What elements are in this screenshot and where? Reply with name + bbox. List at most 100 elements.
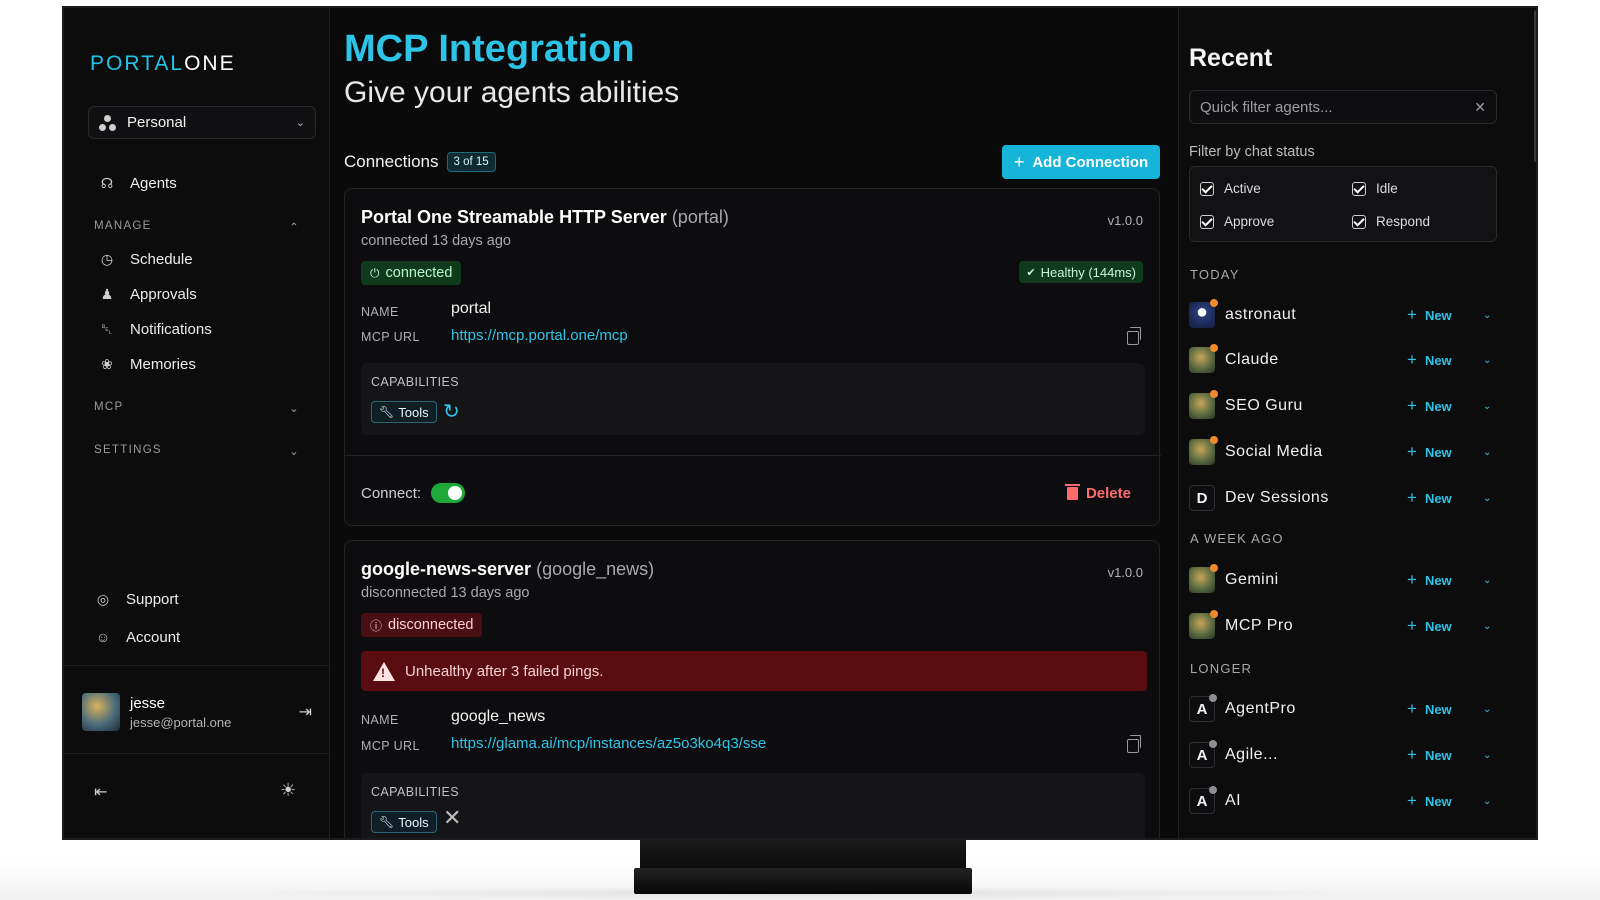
clear-icon[interactable]: ✕ — [1474, 98, 1486, 115]
list-item[interactable]: MCP Pro +New ⌄ — [1189, 610, 1493, 641]
new-chat-button[interactable]: +New — [1407, 305, 1452, 324]
connect-toggle[interactable] — [431, 483, 465, 503]
nav-schedule[interactable]: ◷ Schedule — [98, 250, 193, 268]
recent-title: Recent — [1189, 44, 1273, 72]
chevron-down-icon: ⌄ — [295, 117, 305, 129]
add-connection-button[interactable]: + Add Connection — [1002, 145, 1160, 179]
nav-account[interactable]: ☺ Account — [94, 628, 180, 646]
list-item[interactable]: Social Media +New ⌄ — [1189, 436, 1493, 467]
monitor-stand-neck — [640, 840, 966, 870]
list-item[interactable]: A AgentPro +New ⌄ — [1189, 694, 1493, 724]
server-name: google-news-server (google_news) — [361, 559, 654, 580]
sun-icon[interactable]: ☀ — [280, 780, 297, 800]
server-alias: (portal) — [671, 207, 729, 227]
chevron-down-icon[interactable]: ⌄ — [1483, 574, 1492, 586]
tools-tag-label: Tools — [398, 404, 429, 420]
divider — [64, 665, 330, 666]
new-chat-button[interactable]: +New — [1407, 488, 1452, 507]
tools-tag[interactable]: 🔧︎ Tools — [371, 811, 437, 833]
group-today-header: TODAY — [1190, 267, 1240, 282]
list-item[interactable]: A Agile... +New ⌄ — [1189, 740, 1493, 770]
divider — [345, 455, 1161, 456]
nav-memories[interactable]: ❀ Memories — [98, 355, 196, 373]
recent-panel: Recent Quick filter agents... ✕ Filter b… — [1178, 8, 1536, 838]
chevron-down-icon[interactable]: ⌄ — [1483, 446, 1492, 458]
nav-agents-label: Agents — [130, 174, 177, 192]
scrollbar[interactable] — [1534, 10, 1536, 162]
section-mcp[interactable]: MCP ⌄ — [94, 401, 300, 415]
filter-label-text: Active — [1224, 181, 1261, 196]
new-chat-button[interactable]: +New — [1407, 570, 1452, 589]
chevron-down-icon[interactable]: ⌄ — [1483, 400, 1492, 412]
chevron-down-icon: ⌄ — [289, 446, 300, 458]
connection-card: Portal One Streamable HTTP Server (porta… — [344, 188, 1161, 526]
new-chat-button[interactable]: +New — [1407, 699, 1452, 718]
new-chat-button[interactable]: +New — [1407, 442, 1452, 461]
new-chat-button[interactable]: +New — [1407, 791, 1452, 810]
section-settings-label: SETTINGS — [94, 444, 162, 456]
list-item[interactable]: SEO Guru +New ⌄ — [1189, 390, 1493, 421]
section-manage-label: MANAGE — [94, 220, 152, 232]
section-settings[interactable]: SETTINGS ⌄ — [94, 444, 300, 458]
group-longer-header: LONGER — [1190, 661, 1253, 676]
name-value: portal — [451, 300, 492, 317]
nav-support[interactable]: ◎ Support — [94, 590, 179, 608]
chevron-down-icon[interactable]: ⌄ — [1483, 795, 1492, 807]
list-item[interactable]: Claude +New ⌄ — [1189, 344, 1493, 375]
nav-agents[interactable]: ☊ Agents — [98, 174, 177, 192]
filter-approve-checkbox[interactable]: Approve — [1200, 214, 1274, 229]
new-chat-button[interactable]: +New — [1407, 350, 1452, 369]
connections-header: Connections 3 of 15 — [344, 152, 496, 172]
new-chat-button[interactable]: +New — [1407, 745, 1452, 764]
chevron-down-icon[interactable]: ⌄ — [1483, 309, 1492, 321]
user-profile[interactable]: jesse jesse@portal.one ⇥ — [82, 691, 312, 733]
agent-avatar — [1189, 344, 1218, 373]
logout-icon[interactable]: ⇥ — [298, 704, 312, 721]
chevron-down-icon[interactable]: ⌄ — [1483, 749, 1492, 761]
collapse-sidebar-icon[interactable]: ⇤ — [94, 784, 108, 801]
list-item[interactable]: A AI +New ⌄ — [1189, 786, 1493, 816]
new-chat-button[interactable]: +New — [1407, 616, 1452, 635]
workspace-icon — [99, 114, 117, 132]
chevron-down-icon[interactable]: ⌄ — [1483, 492, 1492, 504]
agent-filter-input[interactable]: Quick filter agents... ✕ — [1189, 90, 1497, 124]
filter-idle-checkbox[interactable]: Idle — [1352, 181, 1398, 196]
agent-avatar — [1189, 299, 1218, 328]
list-item[interactable]: Gemini +New ⌄ — [1189, 564, 1493, 595]
chevron-down-icon[interactable]: ⌄ — [1483, 703, 1492, 715]
delete-button[interactable]: Delete — [1064, 484, 1131, 502]
nav-approvals[interactable]: ♟ Approvals — [98, 285, 197, 303]
chevron-down-icon[interactable]: ⌄ — [1483, 620, 1492, 632]
agent-avatar: D — [1189, 485, 1215, 511]
agent-name: Claude — [1225, 351, 1279, 368]
sidebar: PORTALONE Personal ⌄ ☊ Agents MANAGE ⌃ ◷… — [64, 8, 330, 838]
nav-notifications[interactable]: ␇ Notifications — [98, 320, 212, 338]
workspace-select[interactable]: Personal ⌄ — [88, 106, 316, 139]
nav-notifications-label: Notifications — [130, 320, 212, 338]
copy-icon[interactable] — [1127, 327, 1141, 345]
warning-icon — [373, 661, 395, 681]
tools-tag[interactable]: 🔧︎ Tools — [371, 401, 437, 423]
bell-icon: ␇ — [101, 320, 113, 337]
mcp-url-link[interactable]: https://mcp.portal.one/mcp — [451, 327, 628, 344]
filter-respond-checkbox[interactable]: Respond — [1352, 214, 1430, 229]
plus-icon: + — [1013, 151, 1025, 172]
mcp-url-link[interactable]: https://glama.ai/mcp/instances/az5o3ko4q… — [451, 735, 767, 752]
agent-name: astronaut — [1225, 306, 1297, 323]
section-manage[interactable]: MANAGE ⌃ — [94, 220, 300, 234]
filter-active-checkbox[interactable]: Active — [1200, 181, 1261, 196]
list-item[interactable]: D Dev Sessions +New ⌄ — [1189, 483, 1493, 513]
copy-icon[interactable] — [1127, 735, 1141, 753]
brand-part1: PORTAL — [90, 52, 185, 75]
power-icon: ⏻ — [370, 265, 380, 280]
filter-label-text: Idle — [1376, 181, 1398, 196]
brand-logo[interactable]: PORTALONE — [90, 52, 236, 76]
url-label: MCP URL — [361, 330, 420, 344]
list-item[interactable]: astronaut +New ⌄ — [1189, 299, 1493, 330]
close-icon[interactable]: ✕ — [443, 805, 462, 830]
refresh-icon[interactable]: ↻ — [443, 401, 460, 423]
new-chat-button[interactable]: +New — [1407, 396, 1452, 415]
status-badge: ⓘ disconnected — [361, 613, 483, 637]
chevron-down-icon[interactable]: ⌄ — [1483, 354, 1492, 366]
agent-name: Agile... — [1225, 746, 1278, 763]
